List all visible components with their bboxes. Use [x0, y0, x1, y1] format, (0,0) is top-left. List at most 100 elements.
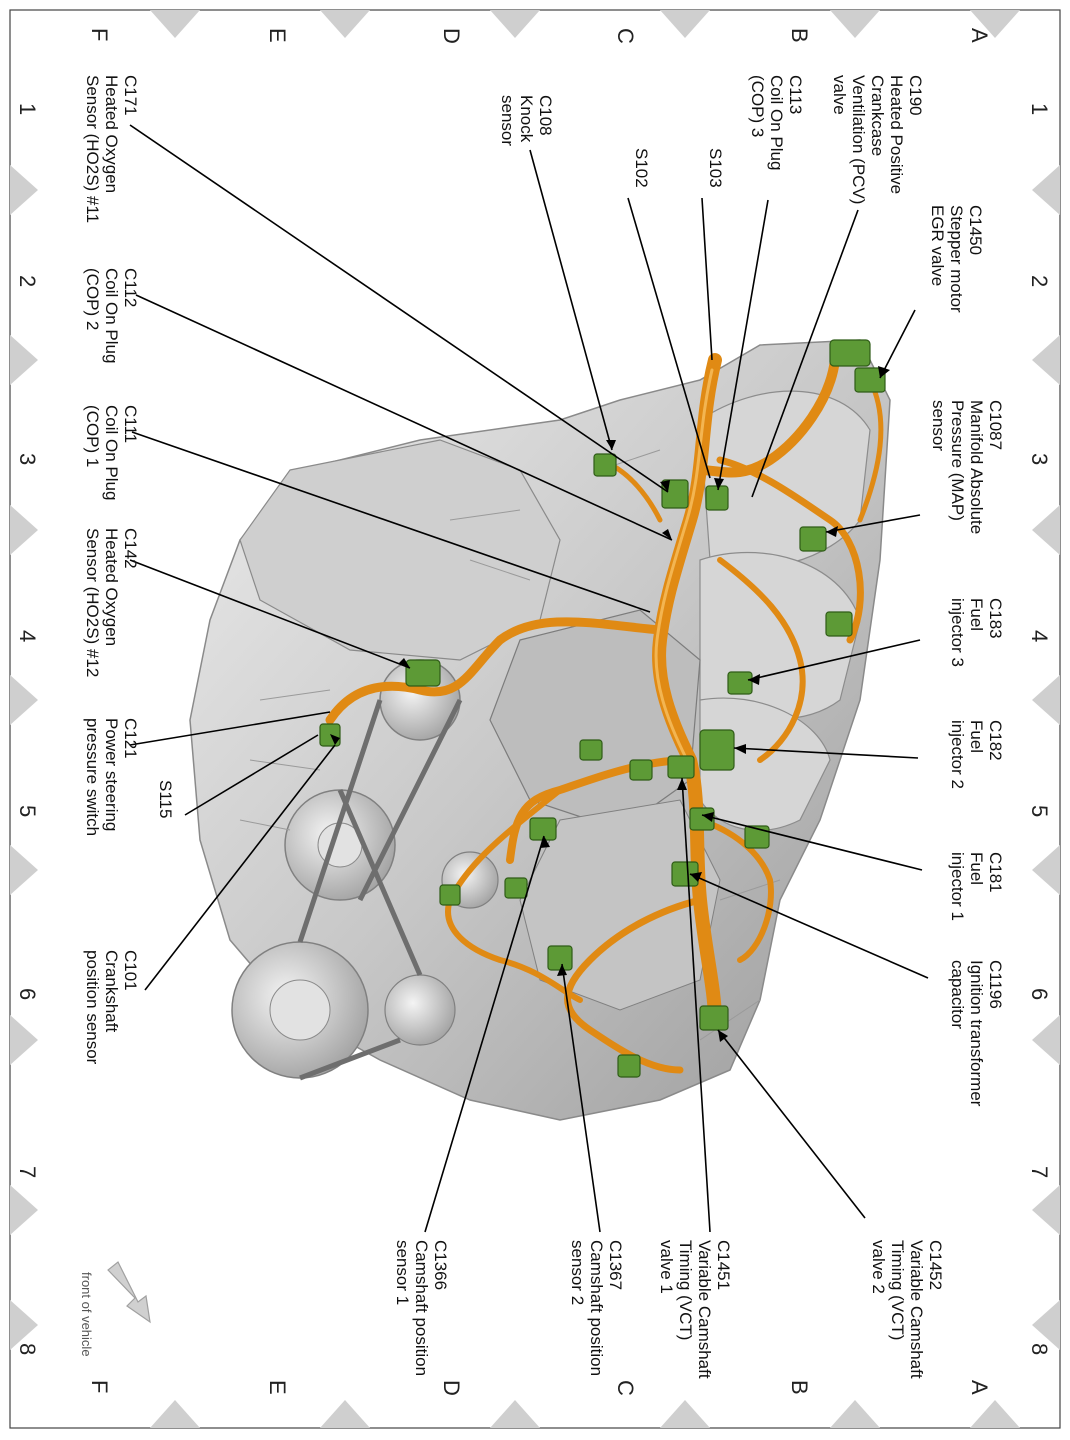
- callout-line: C1452: [926, 1240, 945, 1290]
- callout-c1087: C1087 Manifold Absolute Pressure (MAP) s…: [929, 400, 1005, 534]
- grid-letters-bottom: A B C D E F: [87, 1380, 992, 1396]
- callout-line: Crankcase: [868, 75, 887, 156]
- callout-line: C190: [906, 75, 925, 116]
- callout-s115: S115: [156, 780, 175, 818]
- callout-c1366: C1366 Camshaft position sensor 1: [393, 1240, 450, 1376]
- callout-line: Timing (VCT): [676, 1240, 695, 1340]
- callout-line: S115: [156, 780, 175, 818]
- callout-line: Power steering: [102, 718, 121, 831]
- engine-illustration: [189, 339, 891, 1121]
- callout-c181: C181 Fuel injector 1: [948, 852, 1005, 921]
- grid-number: 8: [1027, 1343, 1052, 1355]
- grid-number: 1: [15, 103, 40, 115]
- callout-line: C1450: [966, 205, 985, 255]
- grid-number: 2: [15, 275, 40, 287]
- callout-line: EGR valve: [928, 205, 947, 286]
- callout-line: Timing (VCT): [888, 1240, 907, 1340]
- leader-lines: [129, 124, 929, 1233]
- callout-line: S103: [706, 148, 725, 188]
- callout-c111: C111 Coil On Plug (COP) 1: [83, 405, 140, 500]
- callout-s102: S102: [632, 148, 651, 188]
- grid-letter: E: [265, 28, 290, 43]
- callout-line: C182: [986, 720, 1005, 761]
- callout-line: C1367: [606, 1240, 625, 1290]
- callout-c121: C121 Power steering pressure switch: [83, 718, 140, 836]
- callout-line: Fuel: [967, 720, 986, 753]
- callout-line: C183: [986, 598, 1005, 639]
- grid-number: 6: [15, 988, 40, 1000]
- grid-numbers-right: 1 2 3 4 5 6 7 8: [1027, 103, 1052, 1355]
- callout-c1196: C1196 Ignition transformer capacitor: [948, 960, 1005, 1107]
- grid-number: 3: [1027, 453, 1052, 465]
- grid-letter: F: [87, 1380, 112, 1393]
- callout-line: (COP) 2: [83, 268, 102, 330]
- callout-line: C1196: [986, 960, 1005, 1009]
- grid-letter: B: [787, 1380, 812, 1395]
- callout-c183: C183 Fuel injector 3: [948, 598, 1005, 667]
- connector-c183: [727, 671, 753, 695]
- grid-letter: A: [967, 28, 992, 43]
- grid-number: 2: [1027, 275, 1052, 287]
- callout-line: sensor 2: [568, 1240, 587, 1305]
- callout-line: capacitor: [948, 960, 967, 1029]
- callout-line: Variable Camshaft: [907, 1240, 926, 1379]
- callout-line: C111: [121, 405, 140, 443]
- callout-line: Crankshaft: [102, 950, 121, 1032]
- callout-line: C1087: [986, 400, 1005, 450]
- callout-line: S102: [632, 148, 651, 188]
- callout-line: Pressure (MAP): [948, 400, 967, 521]
- callout-line: Heated Oxygen: [102, 528, 121, 646]
- callout-c113: C113 Coil On Plug (COP) 3: [748, 75, 805, 170]
- callout-line: C171: [121, 75, 140, 116]
- callout-line: injector 3: [948, 598, 967, 667]
- callout-line: C113: [786, 75, 805, 114]
- callout-line: Sensor (HO2S) #12: [83, 528, 102, 677]
- callout-line: Coil On Plug: [102, 268, 121, 363]
- grid-letter: E: [265, 1380, 290, 1395]
- grid-number: 1: [1027, 103, 1052, 115]
- connector-c1450: [854, 367, 886, 393]
- callout-line: C1451: [714, 1240, 733, 1290]
- callout-line: Knock: [517, 95, 536, 143]
- callout-c101: C101 Crankshaft position sensor: [83, 950, 140, 1065]
- callout-line: C1366: [431, 1240, 450, 1290]
- grid-number: 7: [15, 1166, 40, 1178]
- callout-line: C142: [121, 528, 140, 569]
- front-arrow-icon: [107, 1261, 151, 1324]
- grid-numbers-left: 1 2 3 4 5 6 7 8: [15, 103, 40, 1355]
- callout-c108: C108 Knock sensor: [498, 95, 555, 146]
- grid-number: 4: [15, 630, 40, 642]
- callout-c171: C171 Heated Oxygen Sensor (HO2S) #11: [83, 75, 140, 223]
- grid-number: 8: [15, 1343, 40, 1355]
- grid-letter: A: [967, 1380, 992, 1395]
- callout-c1450: C1450 Stepper motor EGR valve: [928, 205, 985, 313]
- grid-number: 7: [1027, 1166, 1052, 1178]
- grid-number: 5: [15, 805, 40, 817]
- grid-number: 6: [1027, 988, 1052, 1000]
- callout-line: Camshaft position: [412, 1240, 431, 1376]
- callout-c1367: C1367 Camshaft position sensor 2: [568, 1240, 625, 1376]
- grid-letter: D: [439, 1380, 464, 1396]
- callout-line: Camshaft position: [587, 1240, 606, 1376]
- callout-line: Heated Positive: [887, 75, 906, 194]
- callout-line: Heated Oxygen: [102, 75, 121, 193]
- callout-line: position sensor: [83, 950, 102, 1065]
- callout-line: Variable Camshaft: [695, 1240, 714, 1379]
- callout-line: Fuel: [967, 852, 986, 885]
- grid-letter: B: [787, 28, 812, 43]
- callout-line: valve 1: [657, 1240, 676, 1294]
- connector-c142: [405, 659, 441, 687]
- callout-line: C101: [121, 950, 140, 991]
- callout-line: Coil On Plug: [102, 405, 121, 500]
- front-of-vehicle-indicator: front of vehicle: [79, 1261, 151, 1357]
- callout-line: Ventilation (PCV): [849, 75, 868, 204]
- grid-number: 4: [1027, 630, 1052, 642]
- grid-letter: C: [613, 1380, 638, 1396]
- callout-line: sensor 1: [393, 1240, 412, 1305]
- callout-line: C181: [986, 852, 1005, 893]
- connector-c1452: [699, 1005, 729, 1031]
- connector-c182: [699, 729, 735, 771]
- connector-c101: [319, 723, 341, 747]
- callout-s103: S103: [706, 148, 725, 188]
- callout-c1452: C1452 Variable Camshaft Timing (VCT) val…: [869, 1240, 945, 1379]
